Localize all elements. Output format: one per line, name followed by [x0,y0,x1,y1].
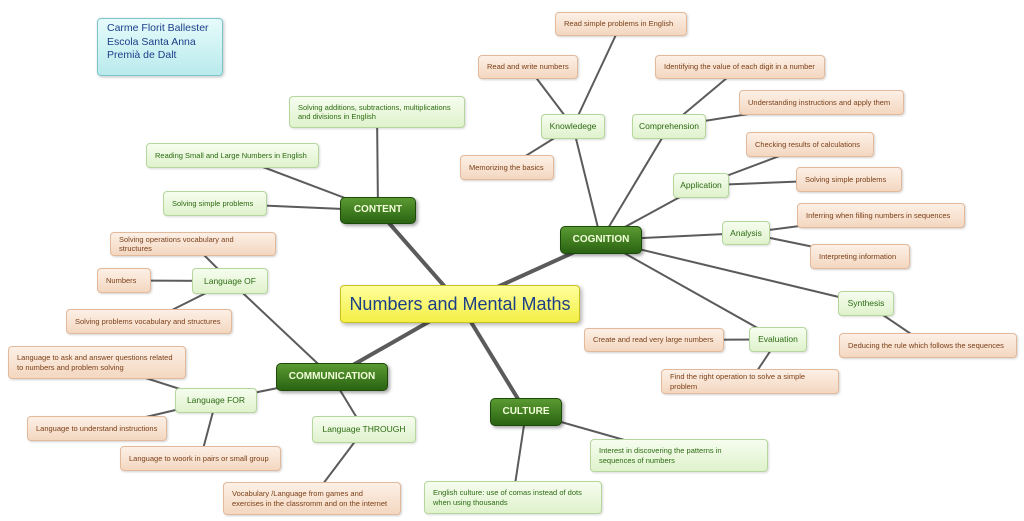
communication-operations-vocabulary[interactable]: Solving operations vocabulary and struct… [110,232,276,256]
branch-communication[interactable]: COMMUNICATION [276,363,388,391]
connector-branch-cognition-to-cognition-evaluation [600,239,779,341]
cognition-knowledge[interactable]: Knowledege [541,114,605,139]
content-simple-problems[interactable]: Solving simple problems [163,191,267,216]
branch-cognition[interactable]: COGNITION [560,226,642,254]
communication-work-pairs[interactable]: Language to woork in pairs or small grou… [120,446,281,471]
content-reading-numbers[interactable]: Reading Small and Large Numbers in Engli… [146,143,319,168]
author-box: Carme Florit Ballester Escola Santa Anna… [97,18,223,76]
connector-branch-cognition-to-cognition-synthesis [600,239,867,305]
cognition-inferring[interactable]: Inferring when filling numbers in sequen… [797,203,965,228]
culture-patterns[interactable]: Interest in discovering the patterns in … [590,439,768,472]
communication-understand-instructions[interactable]: Language to understand instructions [27,416,167,441]
communication-problems-vocabulary[interactable]: Solving problems vocabulary and structur… [66,309,232,334]
cognition-deducing[interactable]: Deducing the rule which follows the sequ… [839,333,1017,358]
communication-language-of[interactable]: Language OF [192,268,268,294]
cognition-interpreting[interactable]: Interpreting information [810,244,910,269]
cognition-solving-simple[interactable]: Solving simple problems [796,167,902,192]
culture-english-commas[interactable]: English culture: use of comas instead of… [424,481,602,514]
cognition-identifying-digits[interactable]: Identifying the value of each digit in a… [655,55,825,79]
communication-numbers[interactable]: Numbers [97,268,151,293]
connector-cognition-knowledge-to-cognition-read-problems [572,23,622,128]
connector-branch-communication-to-communication-language-of [229,280,333,378]
cognition-create-read-numbers[interactable]: Create and read very large numbers [584,328,724,352]
cognition-analysis[interactable]: Analysis [722,221,770,245]
branch-culture[interactable]: CULTURE [490,398,562,426]
cognition-right-operation[interactable]: Find the right operation to solve a simp… [661,369,839,394]
cognition-understanding-instructions[interactable]: Understanding instructions and apply the… [739,90,904,115]
cognition-evaluation[interactable]: Evaluation [749,327,807,352]
cognition-memorizing[interactable]: Memorizing the basics [460,155,554,180]
cognition-checking-results[interactable]: Checking results of calculations [746,132,874,157]
central-topic[interactable]: Numbers and Mental Maths [340,285,580,323]
content-solving-operations[interactable]: Solving additions, subtractions, multipl… [289,96,465,128]
cognition-read-problems[interactable]: Read simple problems in English [555,12,687,36]
cognition-comprehension[interactable]: Comprehension [632,114,706,139]
communication-language-for[interactable]: Language FOR [175,388,257,413]
connector-branch-cognition-to-cognition-comprehension [600,125,670,241]
connector-branch-cognition-to-cognition-knowledge [572,125,602,241]
communication-language-through[interactable]: Language THROUGH [312,416,416,443]
cognition-synthesis[interactable]: Synthesis [838,291,894,316]
cognition-application[interactable]: Application [673,173,729,198]
cognition-read-write-numbers[interactable]: Read and write numbers [478,55,578,79]
branch-content[interactable]: CONTENT [340,197,416,224]
connector-branch-content-to-content-solving-operations [376,111,379,212]
communication-ask-answer[interactable]: Language to ask and answer questions rel… [8,346,186,379]
communication-vocabulary-games[interactable]: Vocabulary /Language from games and exer… [223,482,401,515]
